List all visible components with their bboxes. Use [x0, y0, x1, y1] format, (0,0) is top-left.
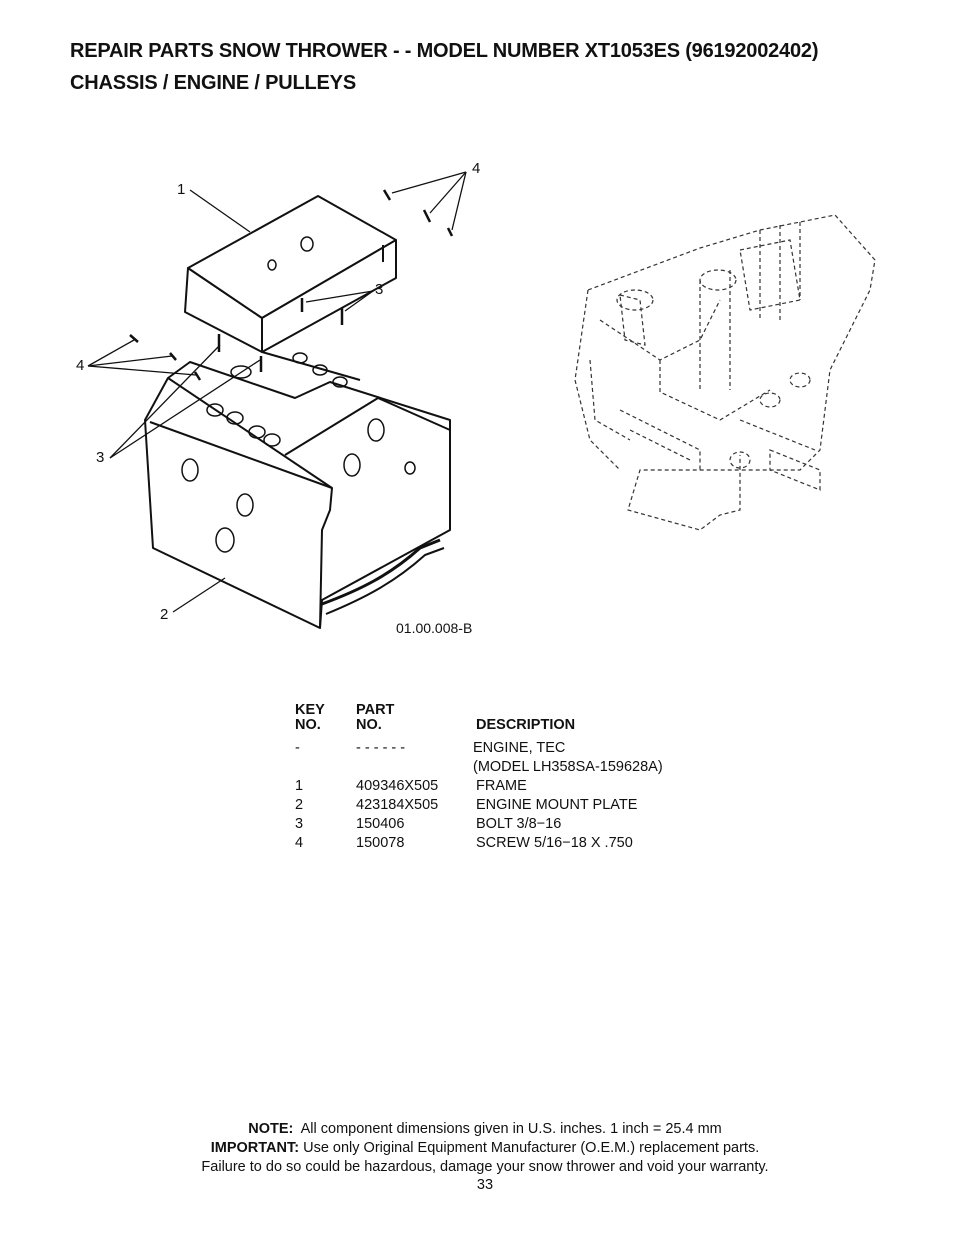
callout-3-top: 3 — [375, 281, 384, 298]
engine-phantom-drawing — [574, 214, 876, 531]
page-number: 33 — [476, 1177, 494, 1193]
exploded-parts-diagram — [87, 171, 876, 629]
callout-4-left: 4 — [76, 357, 85, 374]
callout-4-top: 4 — [472, 160, 481, 177]
engine-mount-plate-drawing — [184, 195, 397, 353]
header-description: DESCRIPTION — [476, 717, 576, 733]
callout-1: 2 — [160, 606, 169, 623]
table-row: - - - - - - - ENGINE, TEC — [295, 740, 566, 756]
warning-line: Failure to do so could be hazardous, dam… — [201, 1159, 769, 1175]
frame-drawing — [144, 351, 451, 629]
section-title: CHASSIS / ENGINE / PULLEYS — [70, 72, 356, 94]
footer-notes: NOTE: All component dimensions given in … — [0, 1120, 954, 1177]
diagram-reference-code: 01.00.008-B — [396, 620, 473, 636]
table-row: 4 150078 SCREW 5/16−18 X .750 — [295, 835, 633, 851]
important-line: IMPORTANT: Use only Original Equipment M… — [210, 1140, 760, 1156]
table-row: 3 150406 BOLT 3/8−16 — [295, 816, 562, 832]
callout-2: 1 — [177, 181, 186, 198]
note-line: NOTE: All component dimensions given in … — [248, 1121, 722, 1137]
callout-3-left: 3 — [96, 449, 105, 466]
table-row: (MODEL LH358SA-159628A) — [473, 759, 663, 775]
page-title: REPAIR PARTS SNOW THROWER - - MODEL NUMB… — [70, 40, 819, 62]
table-row: 1 409346X505 FRAME — [295, 778, 527, 794]
table-row: 2 423184X505 ENGINE MOUNT PLATE — [295, 797, 638, 813]
